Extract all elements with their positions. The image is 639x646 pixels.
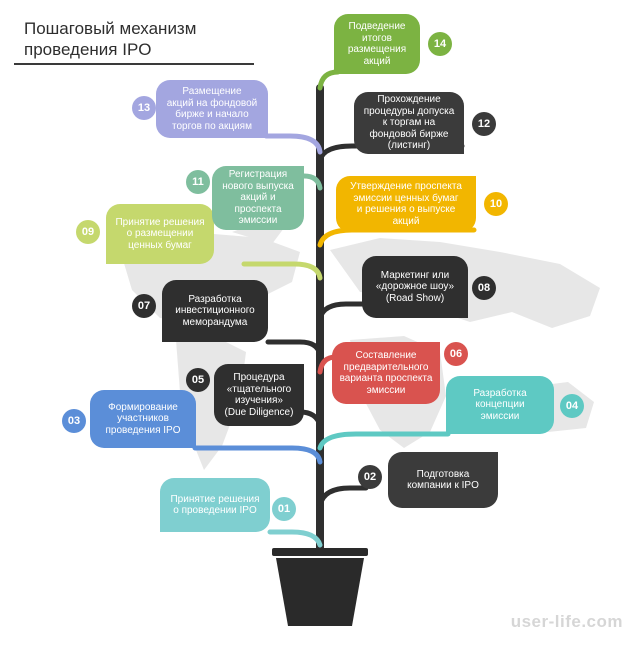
step-10-number: 10 [484, 192, 508, 216]
step-10-box: Утверждение проспекта эмиссии ценных бум… [336, 176, 476, 232]
diagram-title: Пошаговый механизм проведения IPO [24, 19, 197, 59]
step-12-box: Прохождение процедуры допуска к торгам н… [354, 92, 464, 154]
step-13-number: 13 [132, 96, 156, 120]
step-02-box: Подготовка компании к IPO [388, 452, 498, 508]
step-01-number: 01 [272, 497, 296, 521]
step-01-box: Принятие решения о проведении IPO [160, 478, 270, 532]
branch-11 [301, 173, 323, 191]
branch-09 [241, 261, 323, 281]
branch-07 [265, 339, 323, 358]
step-12-number: 12 [472, 112, 496, 136]
branch-02 [317, 485, 369, 508]
step-08-box: Маркетинг или «дорожное шоу» (Road Show) [362, 256, 468, 318]
step-14-number: 14 [428, 32, 452, 56]
step-04-number: 04 [560, 394, 584, 418]
branch-12 [317, 143, 465, 163]
branch-08 [317, 301, 367, 321]
step-11-number: 11 [186, 170, 210, 194]
title-underline [14, 63, 254, 65]
step-11-box: Регистрация нового выпуска акций и просп… [212, 166, 304, 230]
step-06-box: Составление предварительного варианта пр… [332, 342, 440, 404]
step-03-box: Формирование участников проведения IPO [90, 390, 196, 448]
step-03-number: 03 [62, 409, 86, 433]
step-09-box: Принятие решения о размещении ценных бум… [106, 204, 214, 264]
step-02-number: 02 [358, 465, 382, 489]
tree-pot [272, 548, 368, 626]
step-13-box: Размещение акций на фондовой бирже и нач… [156, 80, 268, 138]
step-14-box: Подведение итогов размещения акций [334, 14, 420, 74]
branch-13 [263, 133, 323, 155]
step-07-box: Разработка инвестиционного меморандума [162, 280, 268, 342]
step-08-number: 08 [472, 276, 496, 300]
tree-branches [192, 69, 477, 548]
branch-03 [192, 445, 323, 465]
step-07-number: 07 [132, 294, 156, 318]
step-06-number: 06 [444, 342, 468, 366]
branch-01 [267, 529, 323, 548]
step-05-number: 05 [186, 368, 210, 392]
step-04-box: Разработка концепции эмиссии [446, 376, 554, 434]
branch-14 [317, 69, 341, 91]
branch-04 [317, 431, 451, 451]
watermark: user-life.com [510, 612, 623, 631]
step-05-box: Процедура «тщательного изучения» (Due Di… [214, 364, 304, 426]
step-09-number: 09 [76, 220, 100, 244]
